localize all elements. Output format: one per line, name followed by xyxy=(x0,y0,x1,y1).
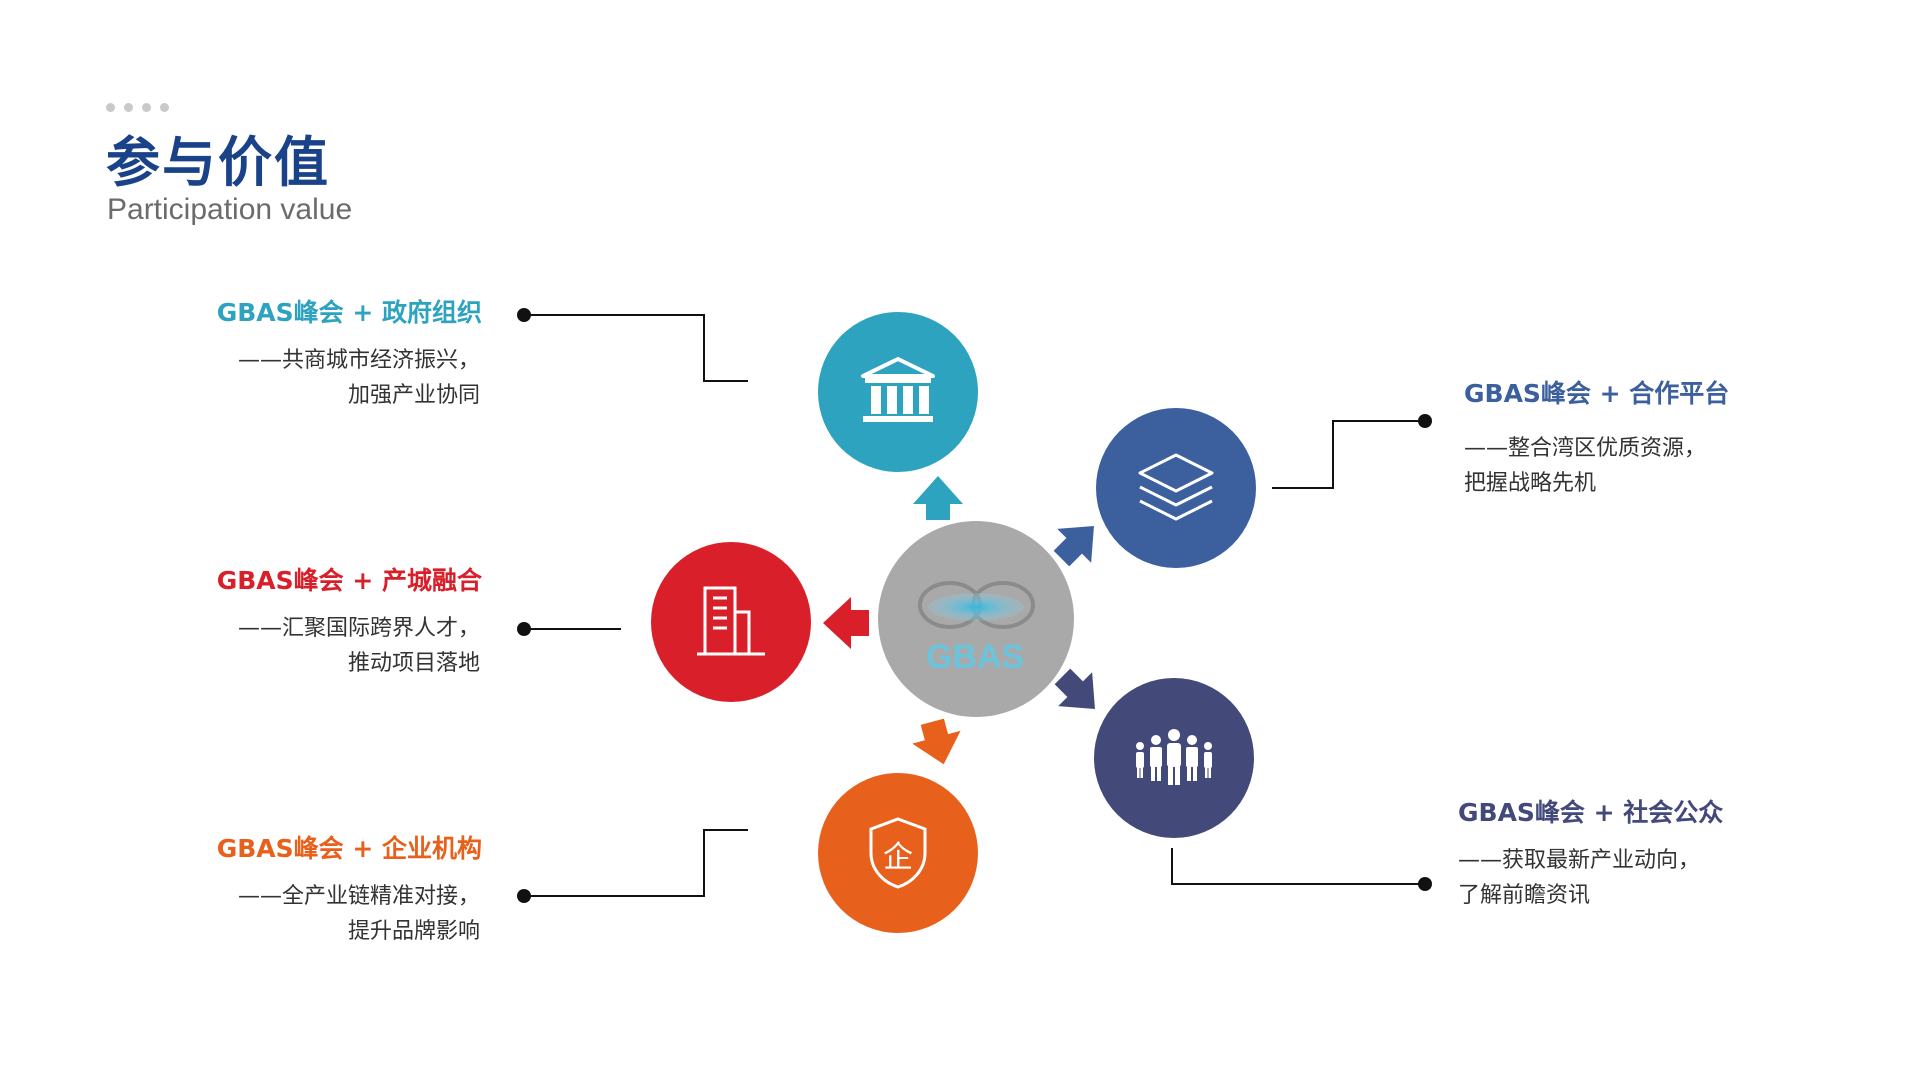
connector-dot xyxy=(517,308,531,322)
desc-line: 提升品牌影响 xyxy=(347,919,480,944)
arrow-down-icon xyxy=(912,718,961,765)
desc-enterprise: ——全产业链精准对接， 提升品牌影响 xyxy=(238,879,480,949)
connector-platform xyxy=(1272,420,1425,489)
connector-public xyxy=(1171,848,1425,885)
desc-government: ——共商城市经济振兴， 加强产业协同 xyxy=(238,343,480,413)
bank-building-icon xyxy=(861,357,935,422)
connector-dot xyxy=(1418,877,1432,891)
node-enterprise[interactable]: 企 xyxy=(818,773,978,933)
dot xyxy=(124,103,133,112)
desc-platform: ——整合湾区优质资源， 把握战略先机 xyxy=(1464,431,1706,501)
node-government[interactable] xyxy=(818,312,978,472)
dot xyxy=(160,103,169,112)
enterprise-shield-icon: 企 xyxy=(869,817,927,889)
desc-line: ——共商城市经济振兴， xyxy=(237,348,480,373)
connector-enterprise xyxy=(524,829,748,897)
desc-line: 了解前瞻资讯 xyxy=(1458,883,1591,908)
desc-line: ——汇聚国际跨界人才， xyxy=(237,616,480,641)
city-building-icon xyxy=(697,586,765,656)
connector-dot xyxy=(517,889,531,903)
arrow-left-icon xyxy=(823,597,869,649)
desc-city: ——汇聚国际跨界人才， 推动项目落地 xyxy=(238,611,480,681)
label-enterprise: GBAS峰会 + 企业机构 xyxy=(216,834,482,863)
node-city[interactable] xyxy=(651,542,811,702)
page-subtitle: Participation value xyxy=(107,193,353,226)
desc-public: ——获取最新产业动向， 了解前瞻资讯 xyxy=(1458,843,1700,913)
desc-line: 推动项目落地 xyxy=(347,651,480,676)
center-hub xyxy=(878,521,1074,717)
connector-government xyxy=(524,314,748,382)
arrow-up-icon xyxy=(913,476,963,520)
people-group-icon xyxy=(1136,729,1212,785)
label-government: GBAS峰会 + 政府组织 xyxy=(216,298,482,327)
label-city: GBAS峰会 + 产城融合 xyxy=(216,566,482,595)
label-platform: GBAS峰会 + 合作平台 xyxy=(1464,379,1730,408)
arrow-down-right-icon xyxy=(1054,668,1095,709)
label-public: GBAS峰会 + 社会公众 xyxy=(1458,798,1724,827)
arrow-up-right-icon xyxy=(1053,526,1094,567)
page-title: 参与价值 xyxy=(106,131,330,194)
connector-dot xyxy=(1418,414,1432,428)
desc-line: ——获取最新产业动向， xyxy=(1458,848,1701,873)
enterprise-glyph: 企 xyxy=(883,840,913,875)
center-label: GBAS xyxy=(925,638,1025,676)
header-dots xyxy=(106,103,169,112)
desc-line: ——整合湾区优质资源， xyxy=(1464,436,1707,461)
desc-line: 把握战略先机 xyxy=(1464,471,1597,496)
dot xyxy=(142,103,151,112)
desc-line: 加强产业协同 xyxy=(347,383,480,408)
connector-dot xyxy=(517,622,531,636)
node-platform[interactable] xyxy=(1096,408,1256,568)
node-public[interactable] xyxy=(1094,678,1254,838)
desc-line: ——全产业链精准对接， xyxy=(237,884,480,909)
dot xyxy=(106,103,115,112)
layers-icon xyxy=(1138,453,1214,521)
